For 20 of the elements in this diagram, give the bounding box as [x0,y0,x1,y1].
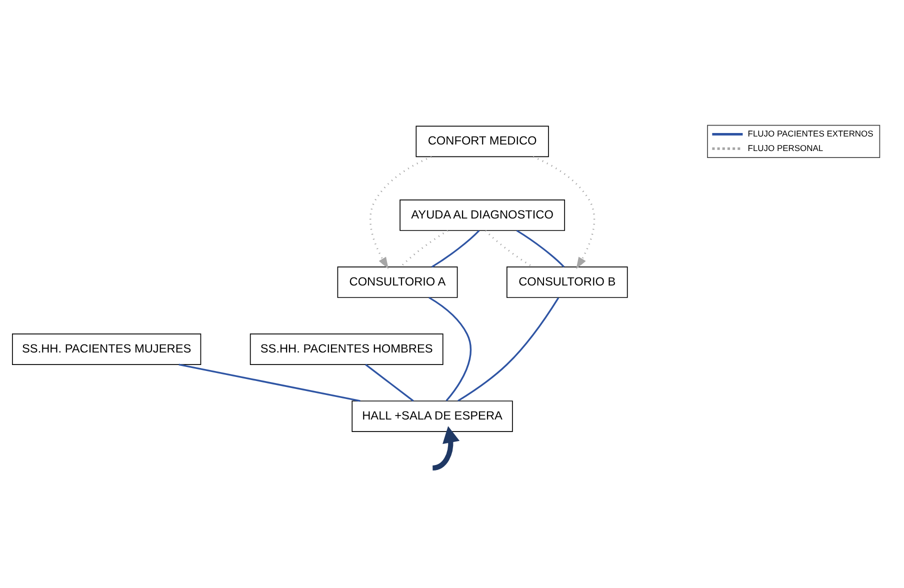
legend-label: FLUJO PACIENTES EXTERNOS [748,128,874,138]
arrow [370,156,432,270]
arrow [432,426,460,471]
legend-label: FLUJO PERSONAL [748,142,824,153]
arrow [532,156,596,270]
node-box: SS.HH. PACIENTES HOMBRES [250,334,444,365]
node-box: HALL +SALA DE ESPERA [352,400,513,432]
node-box: CONFORT MEDICO [416,126,549,158]
node-box: CONSULTORIO A [337,266,458,298]
connector [178,364,360,402]
node-box: CONSULTORIO B [506,266,628,298]
connector [428,296,472,402]
connector [516,230,565,268]
node-box: SS.HH. PACIENTES MUJERES [12,334,202,365]
connector [400,230,448,268]
node-box: AYUDA AL DIAGNOSTICO [400,200,566,231]
connector [365,364,414,402]
connector [431,230,480,268]
connector [458,297,560,402]
connector [484,230,534,268]
